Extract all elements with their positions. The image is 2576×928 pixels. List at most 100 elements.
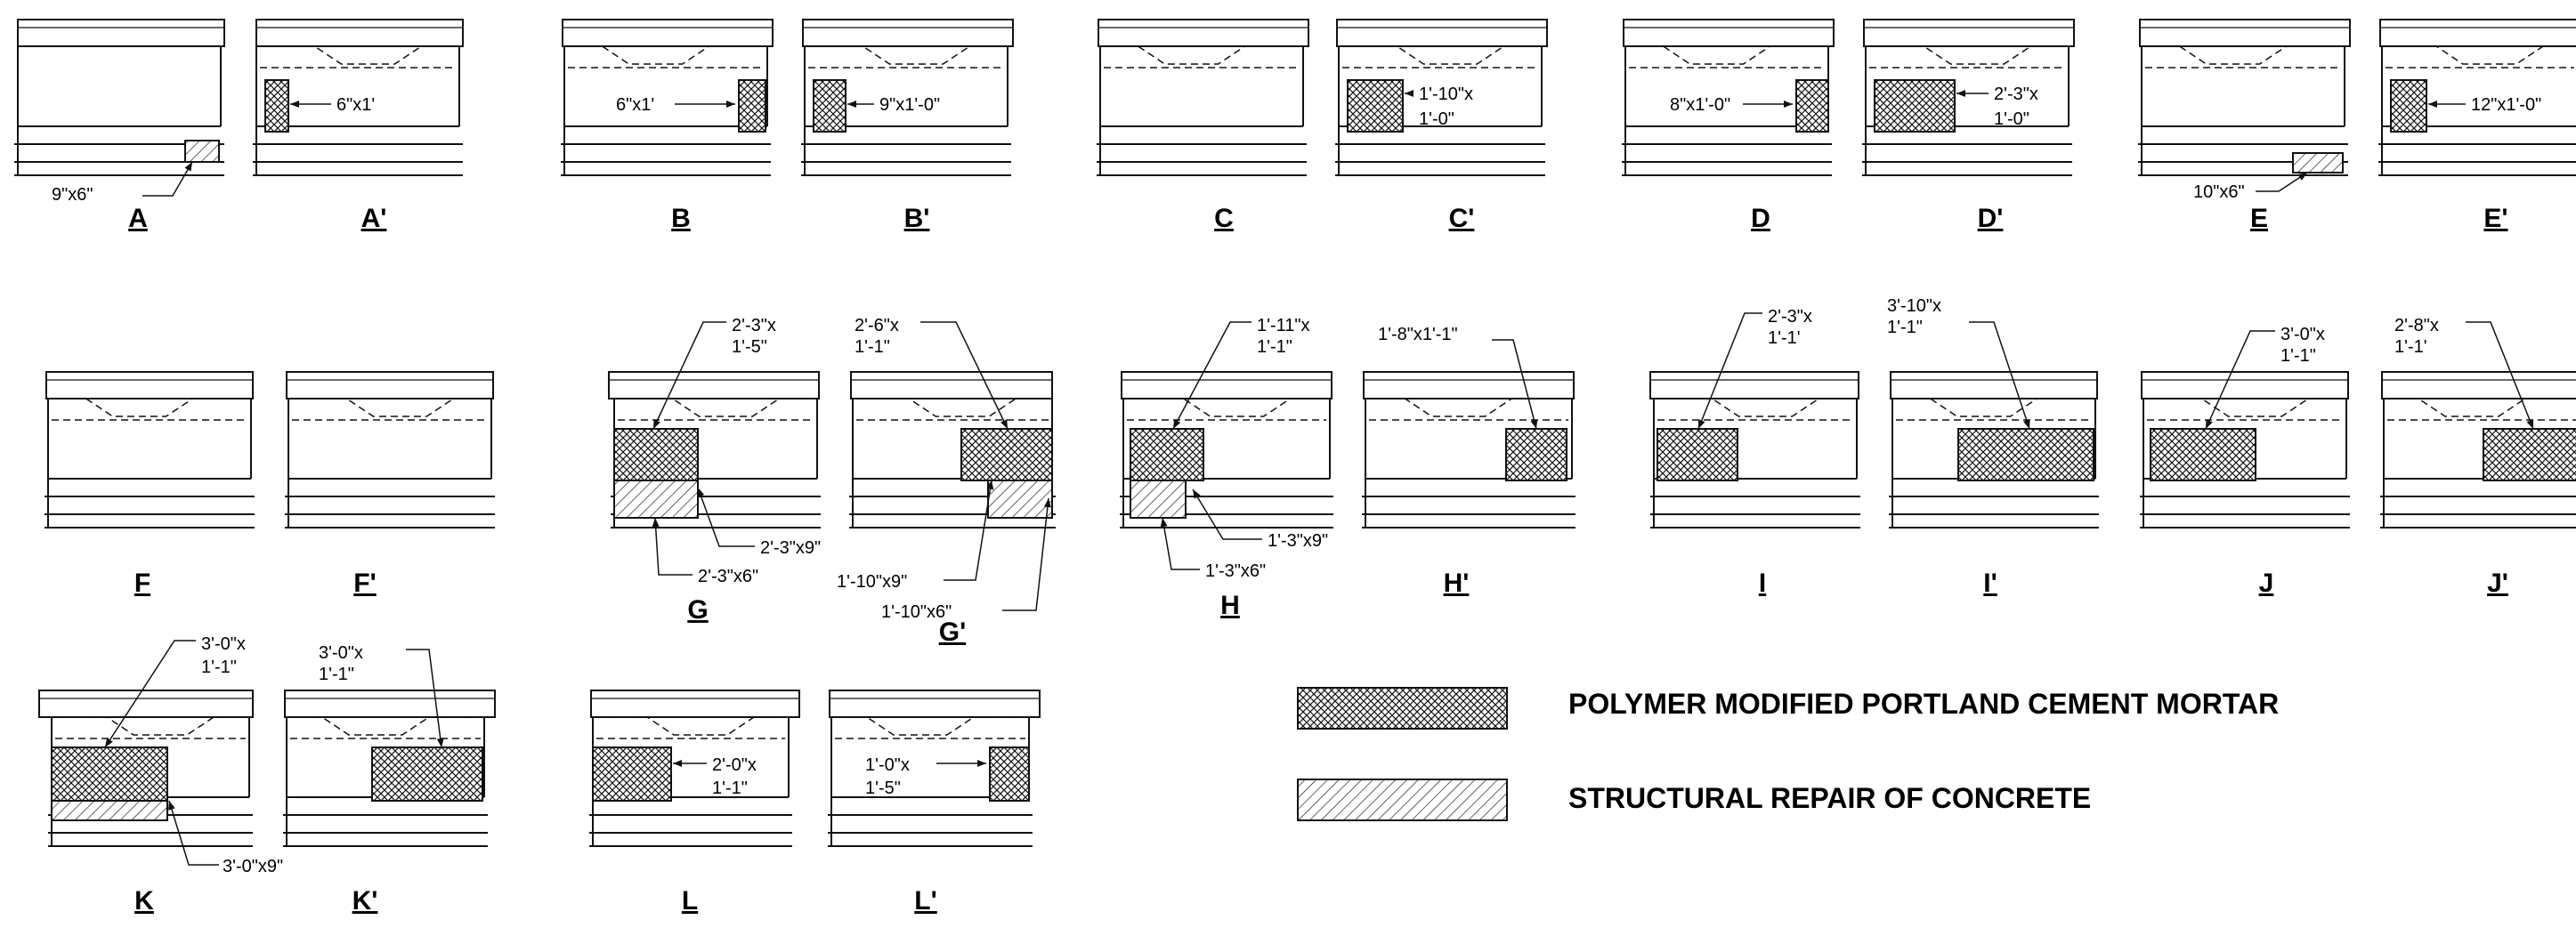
mortar-patch: [1505, 428, 1567, 481]
dimension-label: 1'-0": [1994, 109, 2029, 129]
deck-slab: [1336, 19, 1548, 47]
deck-slab: [2379, 19, 2576, 47]
leader-arrowhead: [986, 480, 994, 490]
detail-i: 2'-3"x1'-1'I: [1649, 307, 1860, 598]
detail-e: 10"x6"E: [2138, 19, 2351, 233]
detail-g2: 2'-6"x1'-1"1'-10"x9"1'-10"x6"G': [837, 316, 1056, 647]
dashed-profile: [1342, 45, 1538, 65]
detail-caption: I: [1759, 569, 1766, 598]
detail-c: C: [1097, 19, 1309, 233]
leader-line: [406, 649, 442, 748]
mortar-patch: [813, 79, 847, 133]
detail-caption: F': [353, 569, 376, 598]
dimension-label: 1'-10"x: [1419, 85, 1473, 104]
structural-patch: [1130, 480, 1187, 519]
leader-arrowhead: [652, 518, 660, 528]
detail-caption: J: [2259, 569, 2274, 598]
dimension-label: 3'-0"x9": [223, 857, 283, 876]
detail-l2: 1'-0"x1'-5"L': [828, 690, 1041, 916]
detail-caption: D: [1751, 204, 1770, 233]
detail-h2: 1'-8"x1'-1"H': [1362, 325, 1576, 598]
mortar-patch: [1347, 79, 1404, 133]
detail-caption: H: [1220, 591, 1240, 620]
leader-arrowhead: [290, 101, 299, 108]
dimension-label: 6"x1': [616, 95, 654, 115]
deck-slab: [1863, 19, 2075, 47]
dimension-label: 1'-1': [2394, 337, 2427, 357]
leader-arrowhead: [2297, 173, 2307, 181]
deck-slab: [1890, 371, 2098, 399]
deck-slab: [1649, 371, 1859, 399]
dimension-label: 1'-10"x9": [837, 572, 907, 592]
dashed-profile: [260, 45, 456, 65]
leader-line: [142, 161, 193, 197]
detail-caption: A: [128, 204, 148, 233]
mortar-patch: [592, 746, 672, 802]
mortar-patch: [989, 746, 1030, 802]
deck-slab: [17, 19, 225, 47]
mortar-patch: [371, 746, 483, 802]
mortar-patch: [613, 428, 699, 481]
dashed-profile: [1104, 45, 1300, 65]
detail-j2: 2'-8"x1'-1'J': [2380, 316, 2576, 598]
dimension-label: 1'-1": [855, 337, 890, 357]
deck-slab: [255, 19, 464, 47]
deck-slab: [1121, 371, 1333, 399]
deck-slab: [608, 371, 820, 399]
legend-swatch-structural: [1297, 779, 1508, 821]
leader-arrowhead: [653, 419, 660, 429]
dimension-label: 1'-10"x6": [881, 602, 952, 622]
dimension-label: 2'-3"x: [1994, 85, 2038, 104]
leader-arrowhead: [1000, 419, 1008, 429]
leader-line: [1162, 517, 1200, 570]
deck-slab: [286, 371, 494, 399]
dimension-label: 8"x1'-0": [1670, 95, 1730, 115]
dimension-label: 2'-3"x: [1768, 307, 1812, 327]
dashed-profile: [292, 398, 488, 417]
structural-patch: [184, 140, 220, 163]
dimension-label: 1'-5": [732, 337, 767, 357]
deck-slab: [590, 690, 800, 718]
deck-slab: [1098, 19, 1309, 47]
leader-arrowhead: [977, 760, 986, 767]
detail-caption: C: [1214, 204, 1234, 233]
detail-caption: K: [134, 886, 154, 916]
leader-arrowhead: [1043, 498, 1051, 508]
dimension-label: 2'-6"x: [855, 316, 899, 335]
dashed-profile: [1629, 45, 1825, 65]
legend-label-structural: STRUCTURAL REPAIR OF CONCRETE: [1568, 782, 2091, 814]
deck-slab: [2381, 371, 2576, 399]
dimension-label: 12"x1'-0": [2471, 95, 2541, 115]
leader-line: [2205, 330, 2275, 430]
deck-slab: [802, 19, 1014, 47]
leader-arrowhead: [2526, 419, 2533, 429]
leader-line: [1697, 312, 1762, 430]
mortar-patch: [1795, 79, 1829, 133]
detail-caption: B': [904, 204, 930, 233]
leader-arrowhead: [2023, 419, 2030, 429]
mortar-patch: [960, 428, 1053, 481]
detail-caption: B: [671, 204, 691, 233]
leader-arrowhead: [1530, 419, 1538, 429]
detail-i2: 3'-10"x1'-1"I': [1887, 296, 2099, 598]
dimension-label: 1'-0"x: [865, 755, 910, 775]
leader-line: [2256, 172, 2308, 192]
leader-arrowhead: [1173, 419, 1181, 429]
detail-j: 3'-0"x1'-1"J: [2140, 325, 2350, 598]
detail-caption: L': [914, 886, 936, 916]
leader-arrowhead: [168, 801, 175, 811]
leader-arrowhead: [1160, 518, 1168, 528]
deck-slab: [45, 371, 254, 399]
dimension-label: 1'-1": [1887, 318, 1923, 337]
leader-line: [104, 640, 196, 748]
detail-caption: H': [1444, 569, 1470, 598]
mortar-patch: [264, 79, 289, 133]
dashed-profile: [1869, 45, 2065, 65]
structural-patch: [2292, 152, 2344, 173]
detail-caption: E': [2483, 204, 2507, 233]
detail-layer: 9"x6"A6"x1'A'6"x1'B9"x1'-0"B'C1'-10"x1'-…: [14, 19, 2576, 916]
leader-line: [168, 800, 219, 866]
leader-line: [697, 487, 755, 547]
detail-g: 2'-3"x1'-5"2'-3"x9"2'-3"x6"G: [608, 316, 821, 625]
